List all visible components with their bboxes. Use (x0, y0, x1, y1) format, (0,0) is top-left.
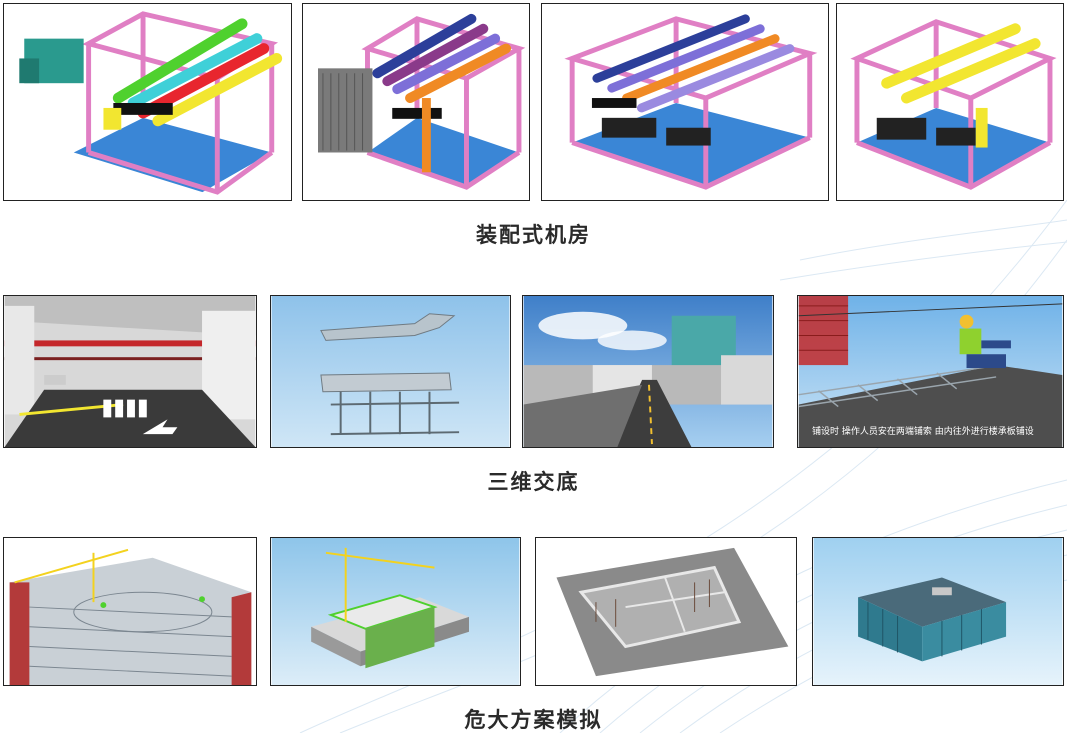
caption-3d-handover: 三维交底 (487, 469, 580, 494)
prefab-room-render-3 (564, 14, 818, 190)
deck-installation-render (798, 296, 1063, 447)
hazard-sim-tile-1 (3, 537, 257, 686)
prefab-room-render-4 (850, 19, 1057, 190)
prefab-room-tile-1 (3, 3, 292, 201)
handover-tile-2 (270, 295, 511, 448)
handover-tile-4: 铺设时 操作人员安在两端铺索 由内往外进行楼承板铺设 (797, 295, 1064, 448)
caption-hazard-scheme-simulation: 危大方案模拟 (464, 707, 603, 732)
deck-installation-caption: 铺设时 操作人员安在两端铺索 由内往外进行楼承板铺设 (812, 427, 1034, 437)
scaffold-building-render (813, 538, 1063, 685)
tower-crane-building-render (271, 538, 520, 685)
hazard-sim-tile-4 (812, 537, 1064, 686)
building-cutaway-render (4, 538, 256, 685)
handover-tile-1 (3, 295, 257, 448)
hazard-sim-tile-3 (535, 537, 797, 686)
prefab-room-tile-4 (836, 3, 1064, 201)
caption-prefab-machine-room: 装配式机房 (476, 222, 591, 247)
prefab-room-render-2 (318, 13, 526, 190)
foundation-pit-render (536, 538, 796, 685)
site-road-render (523, 296, 773, 447)
prefab-room-render-1 (19, 11, 283, 195)
garage-interior-render (4, 296, 256, 447)
prefab-room-tile-3 (541, 3, 829, 201)
prefab-room-tile-2 (302, 3, 530, 201)
hazard-sim-tile-2 (270, 537, 521, 686)
handover-tile-3 (522, 295, 774, 448)
duct-assembly-render (271, 296, 510, 447)
